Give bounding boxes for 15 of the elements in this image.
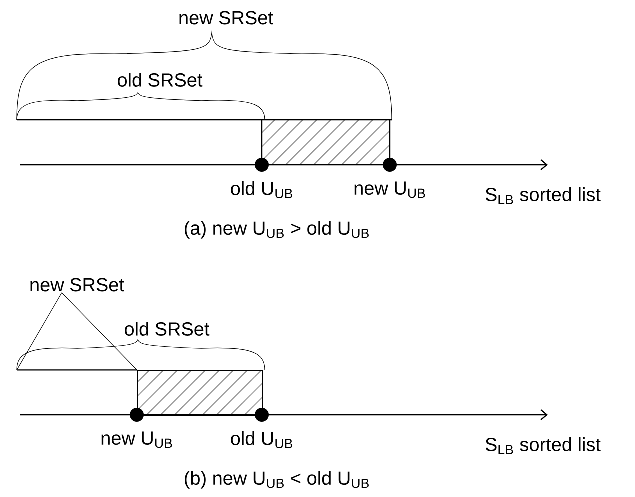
- point-label: old U$_{UB}$: [231, 431, 292, 449]
- point-label: new U$_{UB}$: [354, 182, 426, 198]
- axis-label: S$_{LB}$ sorted list: [486, 188, 601, 204]
- caption: (b) new U$_{UB}$ < old U$_{UB}$: [185, 471, 369, 489]
- leader-line: [16, 292, 62, 370]
- range-label: old SRSet: [118, 73, 203, 87]
- leader-line: [62, 292, 138, 370]
- leader-text: new SRSet: [30, 278, 124, 292]
- range-label: old SRSet: [125, 322, 210, 336]
- hatched-region: [137, 370, 264, 416]
- caption: (a) new U$_{UB}$ > old U$_{UB}$: [185, 221, 369, 239]
- axis-label: S$_{LB}$ sorted list: [486, 438, 601, 454]
- point-label: new U$_{UB}$: [102, 432, 172, 448]
- point-label: old U$_{UB}$: [231, 181, 292, 199]
- range-label: new SRSet: [180, 11, 274, 25]
